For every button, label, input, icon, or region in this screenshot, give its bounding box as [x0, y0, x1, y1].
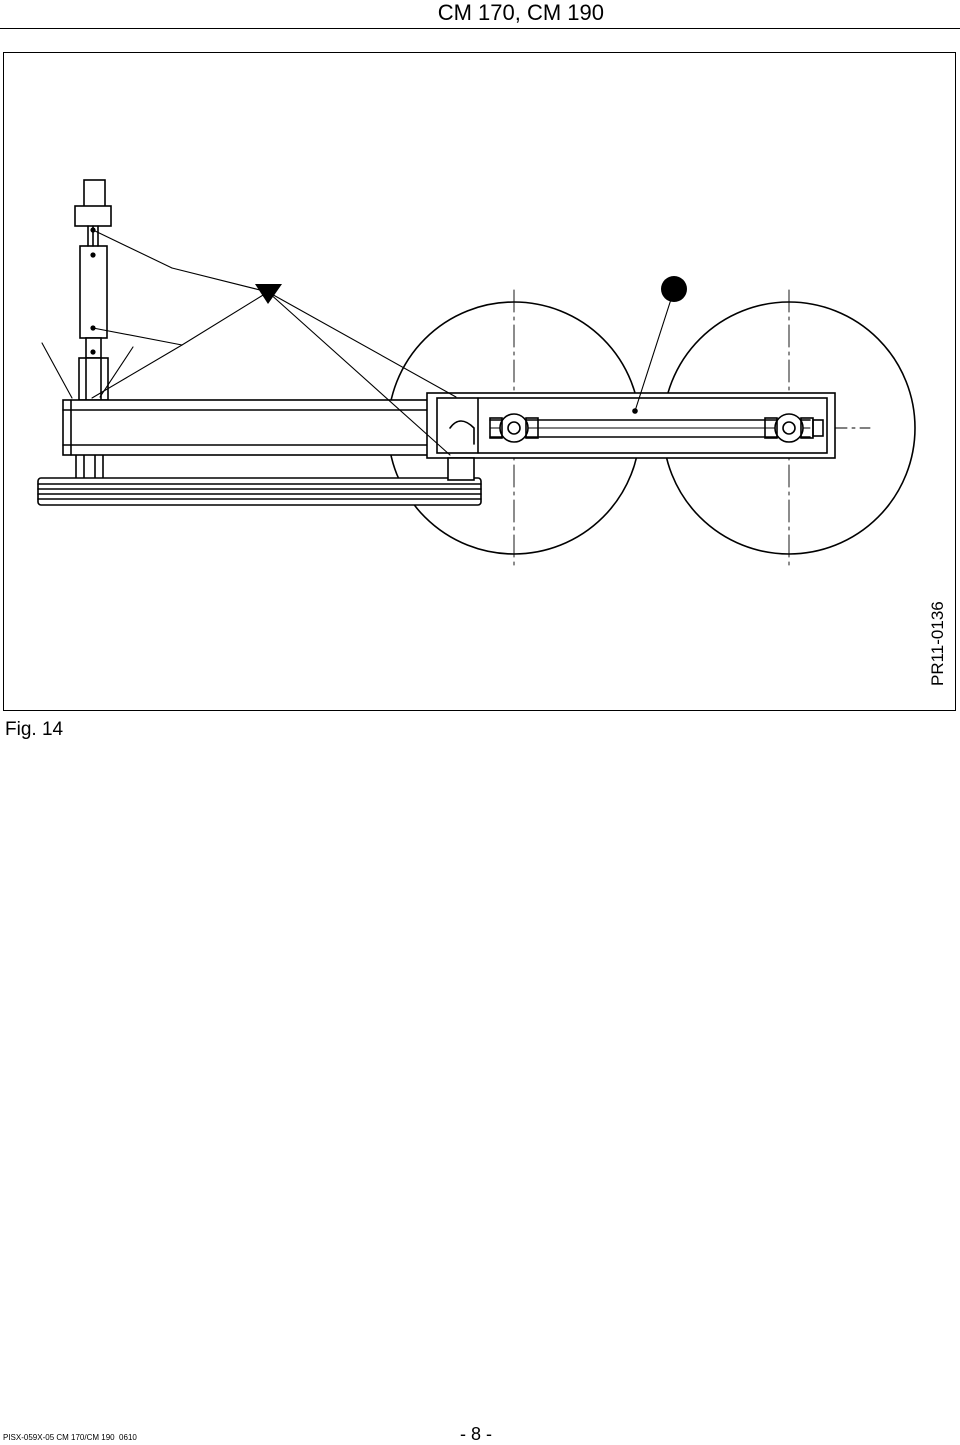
page-title: CM 170, CM 190 [437, 0, 604, 25]
technical-drawing [37, 179, 916, 566]
footer-document-code: PISX-059X-05 CM 170/CM 190 0610 [3, 1433, 137, 1442]
page-number: - 8 - [460, 1424, 493, 1444]
hook-part [449, 420, 475, 445]
gear-housing [426, 392, 836, 481]
circle-marker [661, 276, 687, 302]
figure-code: PR11-0136 [928, 601, 947, 686]
figure-caption: Fig. 14 [5, 719, 64, 740]
shaft-mark-dots [90, 227, 96, 355]
bearing-right [764, 413, 824, 443]
bearing-left [489, 413, 539, 443]
triangle-marker [255, 284, 282, 304]
belt-bar [37, 477, 482, 506]
line-end-dot [632, 408, 638, 414]
measurement-lines [41, 229, 675, 456]
header-divider [0, 28, 960, 29]
figure-frame [3, 52, 956, 711]
main-beam [62, 399, 429, 456]
